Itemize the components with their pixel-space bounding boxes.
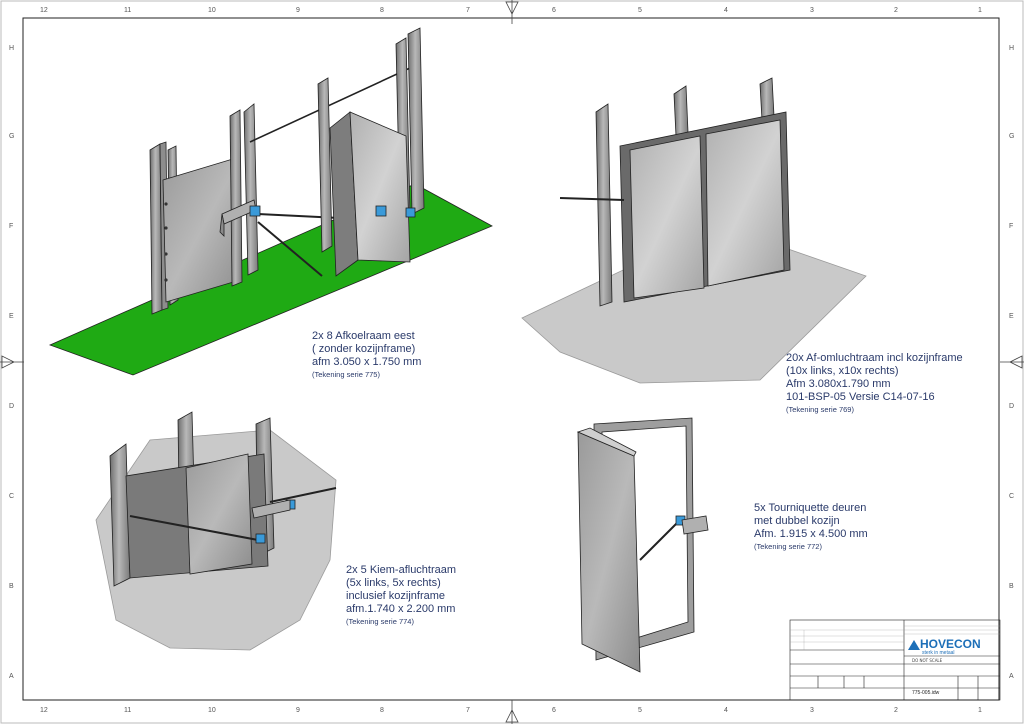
grid-col-9: 9 [296, 7, 300, 14]
title-block [789, 619, 1001, 701]
do-not-scale-text: DO NOT SCALE [912, 658, 943, 663]
grid-col-8: 8 [380, 7, 384, 14]
grid-col-8-bottom: 8 [380, 707, 384, 714]
grid-row-e: E [9, 313, 14, 320]
item-af-omluchtraam-label: 20x Af-omluchtraam incl kozijnframe (10x… [786, 352, 963, 415]
grid-col-11: 11 [124, 7, 131, 14]
grid-col-7-bottom: 7 [466, 707, 470, 714]
grid-row-c-right: C [1009, 493, 1014, 500]
drawing-number: 775-005.idw [912, 690, 940, 696]
grid-col-6-bottom: 6 [552, 707, 556, 714]
grid-row-a: A [9, 673, 14, 680]
grid-references: 12 11 10 9 8 7 6 5 4 3 2 1 12 11 10 9 8 … [9, 7, 1014, 714]
green-floor-plate [48, 183, 493, 376]
grid-col-2-bottom: 2 [894, 707, 898, 714]
afkoelraam-line-3: afm 3.050 x 1.750 mm [312, 356, 422, 368]
tourniquette-line-2: met dubbel kozijn [754, 515, 840, 527]
grid-col-1: 1 [978, 7, 982, 14]
grid-row-d: D [9, 403, 14, 410]
hovecon-brand: HOVECON [920, 637, 981, 651]
grid-col-5: 5 [638, 7, 642, 14]
grid-col-11-bottom: 11 [124, 707, 131, 714]
kiem-line-4: afm.1.740 x 2.200 mm [346, 603, 456, 615]
kiem-ref: (Tekening serie 774) [346, 617, 414, 626]
grid-col-10: 10 [208, 7, 216, 14]
item-tourniquette-deur-illustration [576, 417, 709, 673]
tourniquette-ref: (Tekening serie 772) [754, 542, 822, 551]
af-omluchtraam-line-1: 20x Af-omluchtraam incl kozijnframe [786, 352, 963, 364]
kiem-line-2: (5x links, 5x rechts) [346, 577, 441, 589]
afkoelraam-panel-left [162, 157, 241, 303]
hovecon-logo-mark [908, 640, 920, 650]
grid-col-4: 4 [724, 7, 728, 14]
item-tourniquette-label: 5x Tourniquette deuren met dubbel kozijn… [754, 502, 868, 552]
af-omluchtraam-ref: (Tekening serie 769) [786, 405, 854, 414]
afkoelraam-line-2: ( zonder kozijnframe) [312, 343, 416, 355]
grid-row-g: G [9, 133, 14, 140]
grid-row-f-right: F [1009, 223, 1013, 230]
grid-col-7: 7 [466, 7, 470, 14]
item-af-omluchtraam-illustration [521, 77, 867, 384]
af-omluchtraam-line-2: (10x links, x10x rechts) [786, 365, 899, 377]
grid-row-h-right: H [1009, 45, 1014, 52]
afkoelraam-line-1: 2x 8 Afkoelraam eest [312, 330, 415, 342]
item-afkoelraam-label: 2x 8 Afkoelraam eest ( zonder kozijnfram… [312, 330, 421, 380]
grid-row-e-right: E [1009, 313, 1014, 320]
grid-row-a-right: A [1009, 673, 1014, 680]
item-afkoelraam-illustration [48, 27, 493, 376]
tourniquette-line-1: 5x Tourniquette deuren [754, 502, 867, 514]
grid-row-f: F [9, 223, 13, 230]
af-omluchtraam-line-4: 101-BSP-05 Versie C14-07-16 [786, 391, 935, 403]
grid-col-5-bottom: 5 [638, 707, 642, 714]
kiem-panel-open [185, 453, 253, 575]
grid-row-h: H [9, 45, 14, 52]
grid-col-10-bottom: 10 [208, 707, 216, 714]
kiem-line-3: inclusief kozijnframe [346, 590, 446, 602]
hovecon-logo: HOVECON sterk in metaal [908, 637, 981, 656]
af-omluchtraam-line-3: Afm 3.080x1.790 mm [786, 378, 891, 390]
item-kiem-afluchtraam-illustration [95, 411, 337, 651]
grid-col-1-bottom: 1 [978, 707, 982, 714]
grid-col-12: 12 [40, 7, 48, 14]
door-leaf-open [577, 431, 641, 673]
grid-row-d-right: D [1009, 403, 1014, 410]
grid-col-4-bottom: 4 [724, 707, 728, 714]
afkoelraam-ref: (Tekening serie 775) [312, 370, 380, 379]
item-kiem-afluchtraam-label: 2x 5 Kiem-afluchtraam (5x links, 5x rech… [346, 564, 456, 627]
grid-row-g-right: G [1009, 133, 1014, 140]
kiem-line-1: 2x 5 Kiem-afluchtraam [346, 564, 457, 576]
grid-col-9-bottom: 9 [296, 707, 300, 714]
tourniquette-line-3: Afm. 1.915 x 4.500 mm [754, 528, 868, 540]
grid-col-2: 2 [894, 7, 898, 14]
grid-row-b-right: B [1009, 583, 1014, 590]
grid-col-3-bottom: 3 [810, 707, 814, 714]
grid-col-6: 6 [552, 7, 556, 14]
hovecon-slogan: sterk in metaal [922, 650, 955, 656]
grid-row-c: C [9, 493, 14, 500]
grid-col-3: 3 [810, 7, 814, 14]
grid-col-12-bottom: 12 [40, 707, 48, 714]
grid-row-b: B [9, 583, 14, 590]
